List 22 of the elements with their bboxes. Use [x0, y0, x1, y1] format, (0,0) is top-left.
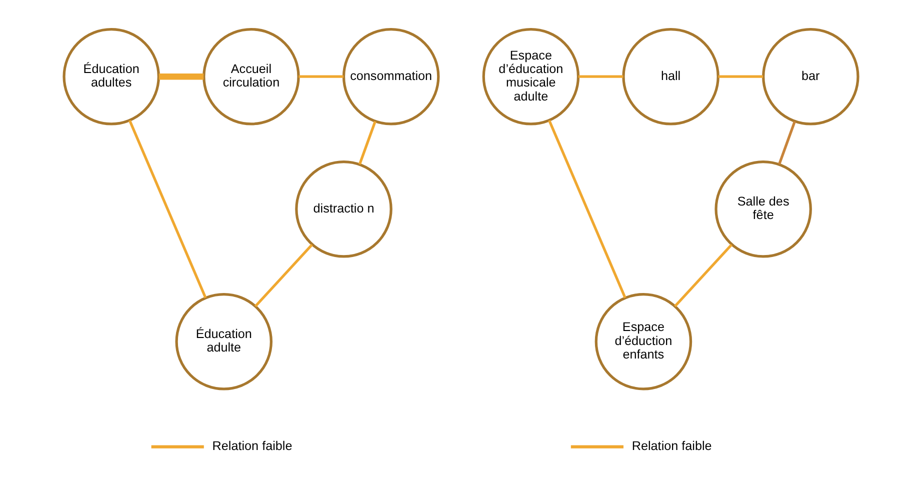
- connector: [674, 244, 732, 308]
- connector: [128, 120, 206, 298]
- connector: [548, 120, 626, 298]
- node-circle: Espace d’éducation musicale adulte: [482, 28, 580, 126]
- connector: [718, 75, 763, 78]
- node-circle: distractio n: [294, 160, 392, 258]
- node-circle: Éducation adulte: [174, 292, 272, 390]
- node-circle: Espace d’éduction enfants: [594, 292, 692, 390]
- connector: [158, 73, 204, 80]
- legend-label: Relation faible: [631, 439, 712, 454]
- node-circle: bar: [762, 28, 859, 126]
- legend-label: Relation faible: [212, 439, 292, 454]
- connector: [578, 75, 623, 78]
- node-circle: Salle des fête: [714, 160, 812, 258]
- connector: [358, 121, 376, 165]
- node-circle: consommation: [342, 28, 440, 126]
- connector: [778, 121, 796, 165]
- node-circle: Éducation adultes: [62, 28, 160, 126]
- node-circle: hall: [622, 28, 719, 126]
- connector: [254, 244, 312, 308]
- node-circle: Accueil circulation: [202, 28, 300, 126]
- connector: [298, 75, 343, 78]
